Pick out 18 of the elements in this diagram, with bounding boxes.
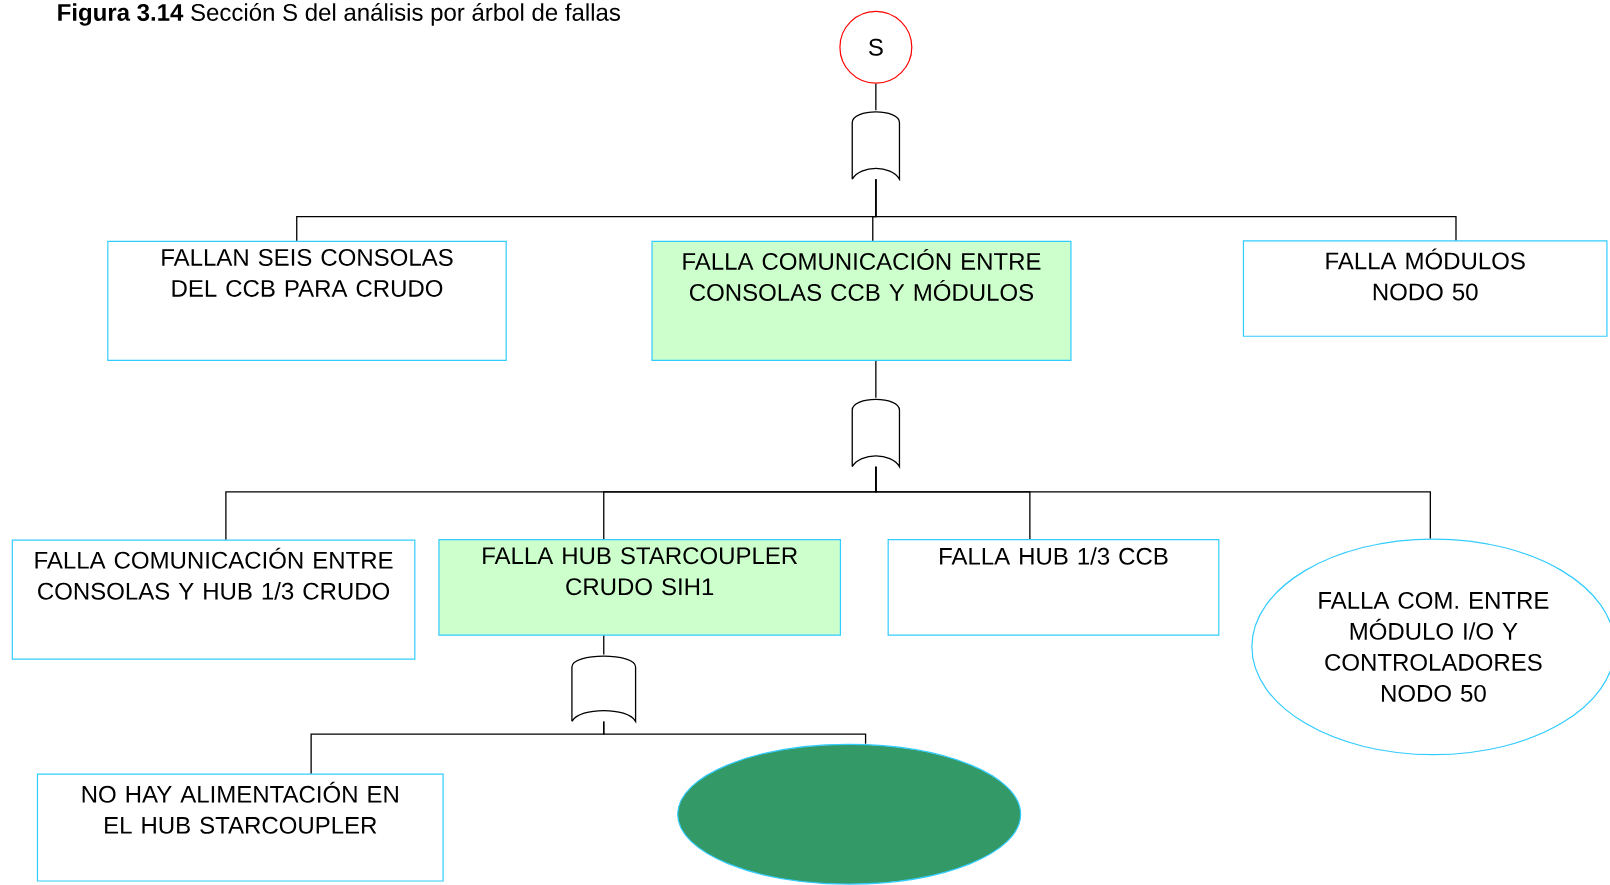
or-gate	[571, 655, 637, 722]
figure-title: Figura 3.14 Sección S del análisis por árbol de fallas	[58, 2, 620, 26]
connector-line	[603, 635, 605, 655]
connector-line	[875, 466, 1431, 540]
connector-line	[875, 178, 1457, 241]
event-box: FALLA HUB STARCOUPLER CRUDO SIH1	[438, 538, 842, 636]
connector-line	[875, 83, 877, 111]
event-box: FALLA COMUNICACIÓN ENTRE CONSOLAS Y HUB 1/3 CRUDO	[11, 539, 416, 660]
event-box: FALLA COMUNICACIÓN ENTRE CONSOLAS CCB Y MÓDULOS	[651, 240, 1072, 361]
event-box: FALLAN SEIS CONSOLAS DEL CCB PARA CRUDO	[107, 240, 507, 361]
event-ellipse	[677, 743, 1022, 885]
or-gate	[851, 398, 901, 468]
event-box: FALLA MÓDULOS NODO 50	[1242, 240, 1608, 337]
event-box: FALLA HUB 1/3 CCB	[887, 538, 1220, 636]
event-box: NO HAY ALIMENTACIÓN EN EL HUB STARCOUPLER	[36, 773, 444, 882]
or-gate	[851, 111, 901, 180]
connector-line	[875, 360, 877, 399]
connector-line	[603, 720, 867, 745]
